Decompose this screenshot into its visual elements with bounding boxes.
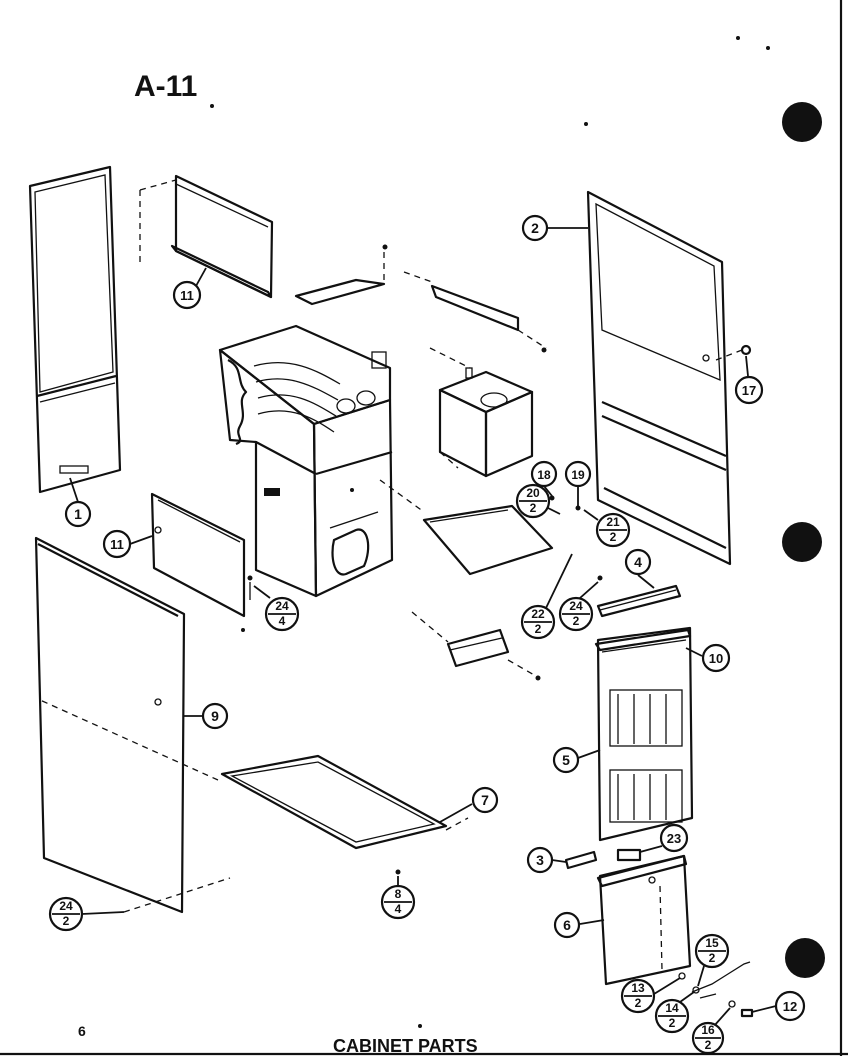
svg-text:15: 15 — [705, 936, 719, 950]
callout-7: 7 — [439, 786, 499, 823]
part-top-filter-panel — [139, 174, 274, 299]
callout-10: 10 — [685, 643, 731, 673]
svg-text:12: 12 — [783, 999, 797, 1014]
svg-text:24: 24 — [569, 599, 583, 613]
part-base-pan — [39, 699, 469, 875]
speck — [210, 104, 214, 108]
svg-text:21: 21 — [606, 515, 620, 529]
svg-text:24: 24 — [275, 599, 289, 613]
svg-text:1: 1 — [74, 506, 82, 522]
callout-17: 17 — [734, 355, 764, 405]
svg-text:4: 4 — [634, 554, 642, 570]
part-lower-bracket — [411, 611, 541, 681]
svg-text:2: 2 — [709, 951, 716, 965]
callout-14-over-2: 14 2 — [654, 991, 695, 1034]
callout-11-left: 11 — [102, 529, 153, 559]
hardware-screws — [418, 36, 770, 1028]
svg-text:11: 11 — [180, 288, 194, 303]
callout-19: 19 — [564, 460, 592, 506]
callout-23: 23 — [639, 823, 689, 853]
svg-text:24: 24 — [59, 899, 73, 913]
callout-9: 9 — [184, 702, 229, 730]
diagram-caption: CABINET PARTS — [333, 1036, 478, 1056]
part-blower-housing — [429, 347, 534, 478]
callout-13-over-2: 13 2 — [620, 977, 681, 1014]
callout-20-over-2: 20 2 — [515, 483, 561, 519]
part-front-upper-door — [594, 626, 694, 842]
svg-text:7: 7 — [481, 792, 489, 808]
callout-8-over-4: 8 4 — [380, 876, 416, 920]
callout-18: 18 — [530, 460, 558, 497]
svg-text:13: 13 — [631, 981, 645, 995]
svg-text:4: 4 — [395, 902, 402, 916]
callout-22-over-2: 22 2 — [520, 553, 573, 640]
binder-hole-top — [782, 102, 822, 142]
svg-text:9: 9 — [211, 708, 219, 724]
svg-text:18: 18 — [537, 468, 551, 482]
callout-16-over-2: 16 2 — [691, 1007, 731, 1055]
callout-12: 12 — [751, 990, 806, 1022]
callout-24-over-2-bottom-left: 24 2 — [48, 896, 125, 932]
part-center-pan — [379, 479, 554, 576]
callout-3: 3 — [526, 846, 567, 874]
part-right-side-panel — [586, 190, 752, 566]
callout-21-over-2: 21 2 — [583, 509, 631, 548]
callout-4: 4 — [624, 548, 655, 589]
svg-text:11: 11 — [110, 537, 124, 552]
part-heat-exchanger-assembly — [218, 324, 394, 598]
svg-text:2: 2 — [531, 220, 539, 236]
svg-text:4: 4 — [279, 614, 286, 628]
svg-text:17: 17 — [742, 383, 756, 398]
svg-text:19: 19 — [571, 468, 585, 482]
callout-24-over-4: 24 4 — [253, 585, 300, 632]
part-access-panel — [150, 492, 253, 632]
diagram-title: A-11 — [134, 70, 197, 103]
svg-text:5: 5 — [562, 752, 570, 768]
binder-hole-middle — [782, 522, 822, 562]
svg-text:22: 22 — [531, 607, 545, 621]
svg-text:23: 23 — [667, 831, 681, 846]
svg-text:2: 2 — [535, 622, 542, 636]
svg-text:2: 2 — [530, 501, 537, 515]
callout-5: 5 — [552, 746, 601, 774]
part-latch-pieces — [564, 848, 642, 870]
svg-text:10: 10 — [709, 651, 723, 666]
part-rail — [596, 575, 682, 618]
svg-text:2: 2 — [669, 1016, 676, 1030]
svg-text:3: 3 — [536, 852, 544, 868]
callout-15-over-2: 15 2 — [694, 933, 730, 987]
svg-text:2: 2 — [635, 996, 642, 1010]
callout-24-over-2-center: 24 2 — [558, 581, 599, 632]
part-front-lower-door — [596, 854, 754, 1018]
callout-11-top: 11 — [172, 267, 207, 310]
svg-text:2: 2 — [573, 614, 580, 628]
svg-text:2: 2 — [610, 530, 617, 544]
page-number: 6 — [78, 1023, 86, 1039]
callout-1: 1 — [64, 477, 92, 528]
svg-text:2: 2 — [63, 914, 70, 928]
callout-6: 6 — [553, 911, 605, 939]
svg-text:20: 20 — [526, 486, 540, 500]
svg-text:16: 16 — [701, 1023, 715, 1037]
callout-2: 2 — [521, 214, 588, 242]
binder-hole-bottom — [785, 938, 825, 978]
svg-text:6: 6 — [563, 917, 571, 933]
svg-text:14: 14 — [665, 1001, 679, 1015]
part-left-side-panel — [28, 165, 122, 494]
part-top-rails — [294, 244, 547, 353]
svg-text:2: 2 — [705, 1038, 712, 1052]
svg-text:8: 8 — [395, 887, 402, 901]
part-front-lower-panel — [34, 536, 231, 914]
